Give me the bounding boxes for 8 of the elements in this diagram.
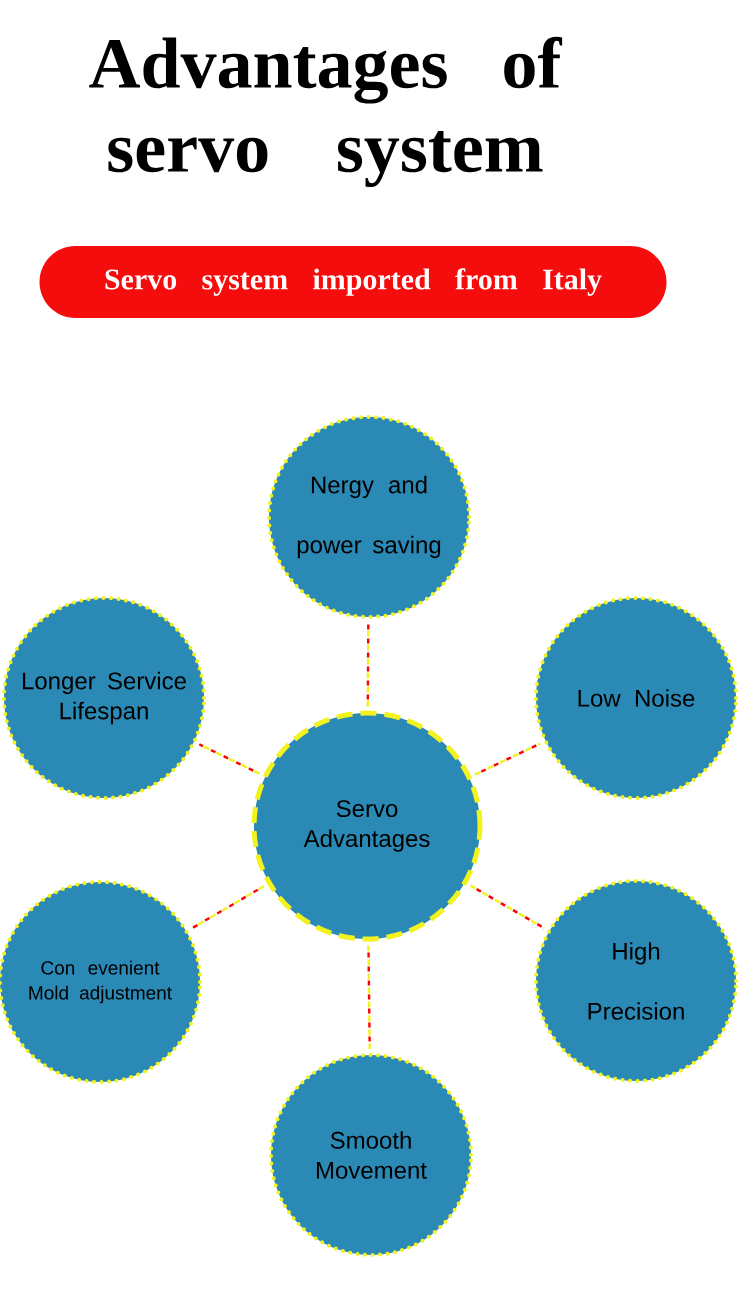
banner: Servo system imported from Italy [39,246,667,318]
connector-line [469,884,545,930]
connector-line [198,743,261,775]
connector-line [190,885,265,930]
connector-line [367,945,371,1050]
connector-line [474,742,541,776]
connector-line [366,622,370,707]
title: Advantages of servo system [89,36,563,188]
